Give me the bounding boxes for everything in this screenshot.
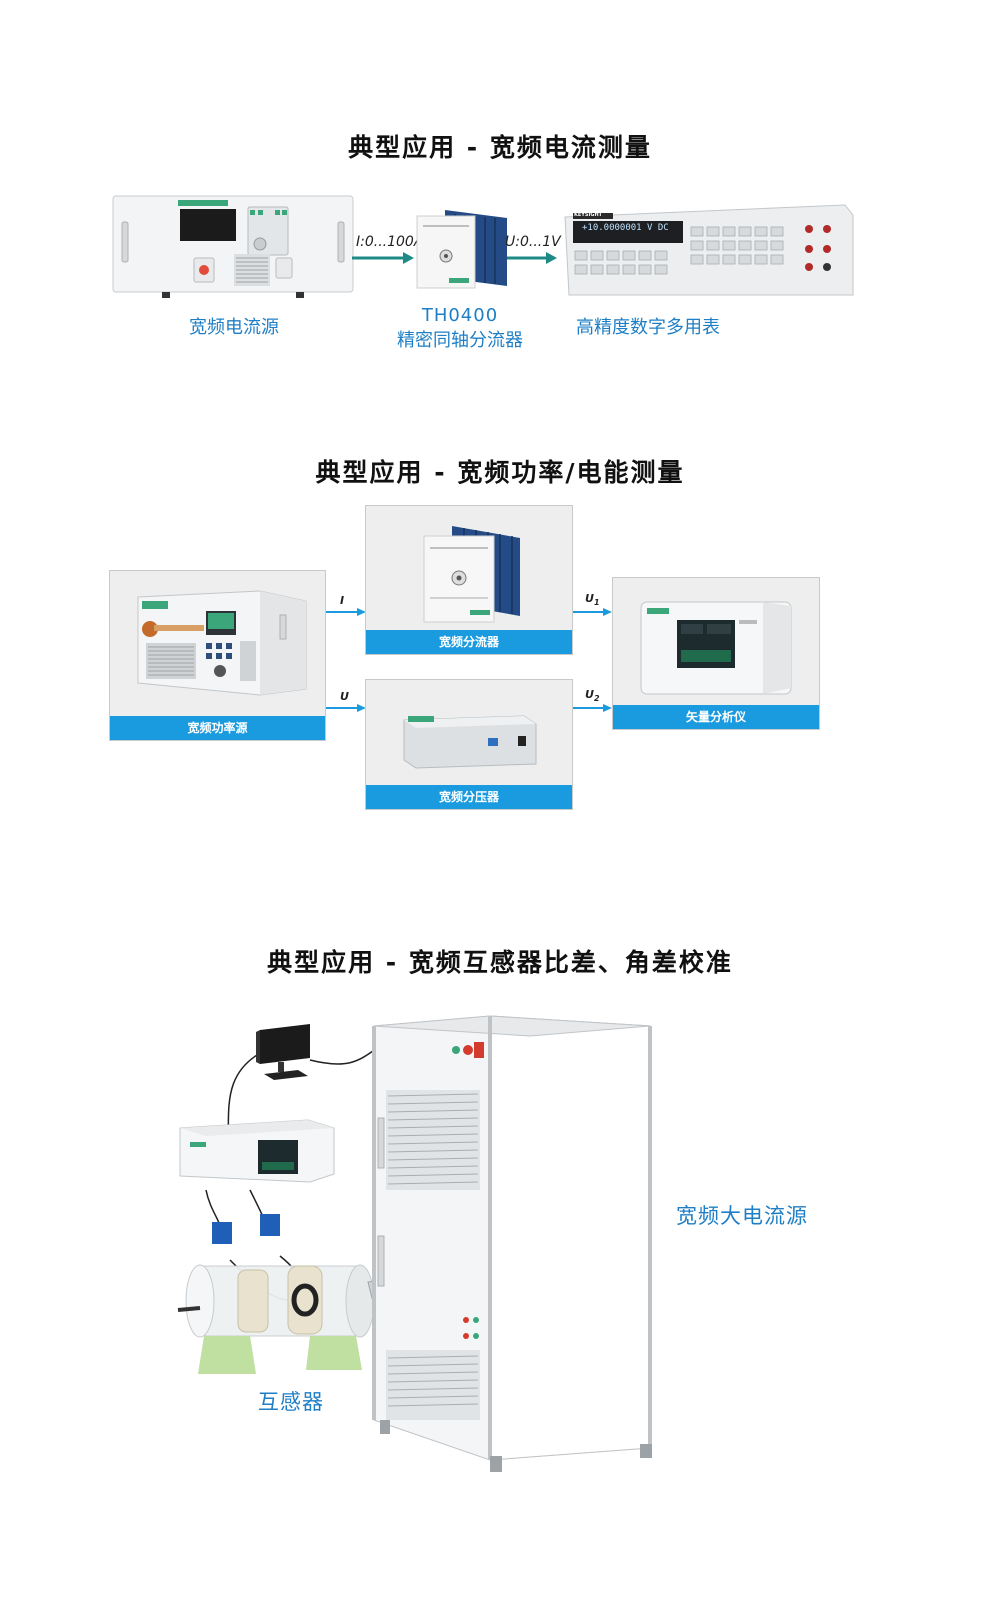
coaxial-shunt-image (415, 206, 510, 292)
wideband-shunt-image (423, 526, 520, 623)
analyzer-label: 矢量分析仪 (613, 705, 819, 729)
meter-brand: KEYSIGHT (574, 212, 603, 218)
analyzer-card: 矢量分析仪 (612, 577, 820, 730)
power-source-label: 宽频功率源 (110, 716, 325, 740)
shunt-label: 宽频分流器 (366, 630, 572, 654)
signal-u2-label: U2 (585, 688, 600, 704)
wideband-divider-image (403, 715, 537, 769)
shunt-name-label: 精密同轴分流器 (397, 330, 523, 351)
current-range-label: I:0...100A (356, 234, 424, 250)
signal-i-label: I (340, 594, 345, 607)
shunt-card: 宽频分流器 (365, 505, 573, 655)
meter-display: +10.0000001 V DC (582, 223, 669, 233)
signal-u-label: U (340, 690, 349, 703)
shunt-model-label: TH0400 (421, 305, 499, 326)
meter-label: 高精度数字多用表 (576, 317, 720, 338)
section1-title: 典型应用 - 宽频电流测量 (348, 133, 652, 162)
vector-analyzer-image (640, 601, 792, 695)
signal-u1-label: U1 (585, 592, 600, 608)
section2-title: 典型应用 - 宽频功率/电能测量 (315, 458, 685, 487)
divider-card: 宽频分压器 (365, 679, 573, 810)
large-current-source-label: 宽频大电流源 (676, 1204, 808, 1228)
section3-title: 典型应用 - 宽频互感器比差、角差校准 (267, 948, 733, 977)
calibration-system-image (160, 1000, 680, 1560)
digital-multimeter-image (563, 203, 855, 299)
transformer-label: 互感器 (258, 1390, 324, 1414)
voltage-range-label: U:0...1V (505, 234, 561, 250)
wideband-current-source-image (110, 192, 358, 302)
divider-label: 宽频分压器 (366, 785, 572, 809)
power-source-image (137, 590, 307, 696)
power-source-card: 宽频功率源 (109, 570, 326, 741)
current-source-label: 宽频电流源 (189, 317, 279, 338)
